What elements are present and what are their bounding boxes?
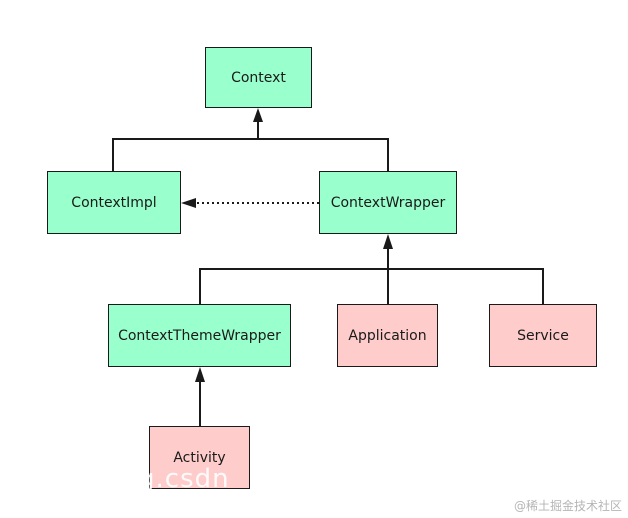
node-contextimpl-label: ContextImpl xyxy=(71,194,157,211)
arrowhead-to-contextwrapper xyxy=(383,234,393,249)
node-context-label: Context xyxy=(231,69,286,86)
node-contextimpl: ContextImpl xyxy=(47,171,181,234)
arrowhead-to-contextthemewrapper xyxy=(195,367,205,382)
node-contextthemewrapper: ContextThemeWrapper xyxy=(108,304,291,367)
node-contextwrapper-label: ContextWrapper xyxy=(330,194,446,211)
node-contextthemewrapper-label: ContextThemeWrapper xyxy=(118,327,281,344)
node-context: Context xyxy=(205,47,312,108)
node-service-label: Service xyxy=(517,327,569,344)
connector-contextwrapper-to-context xyxy=(258,138,389,171)
node-contextwrapper: ContextWrapper xyxy=(319,171,457,234)
arrowhead-to-context xyxy=(253,108,263,122)
connector-contextthemewrapper-to-contextwrapper xyxy=(199,268,388,304)
node-activity: Activity xyxy=(149,426,250,489)
node-service: Service xyxy=(489,304,597,367)
connector-contextimpl-to-context xyxy=(112,138,258,171)
node-application-label: Application xyxy=(348,327,427,344)
arrowhead-to-contextimpl xyxy=(181,198,196,208)
connector-service-to-contextwrapper xyxy=(388,268,544,304)
faint-watermark: g.csdn xyxy=(138,464,230,494)
node-application: Application xyxy=(337,304,438,367)
node-activity-label: Activity xyxy=(173,449,226,466)
watermark-text: @稀土掘金技术社区 xyxy=(513,499,622,513)
